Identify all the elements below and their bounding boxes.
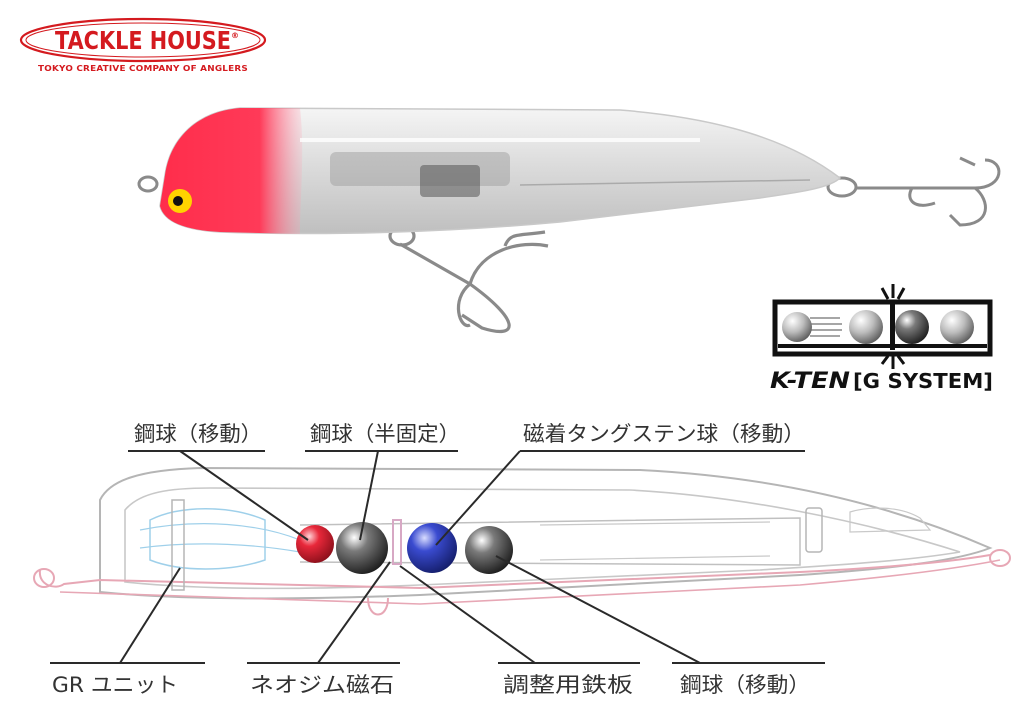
brand-logo: TACKLE HOUSE ® TOKYO CREATIVE COMPANY OF…	[19, 17, 267, 73]
belly-hook	[388, 225, 549, 334]
label-gr-unit: GR ユニット	[52, 673, 178, 697]
steel-ball-red	[296, 525, 334, 563]
label-steel-ball-moving-top: 鋼球（移動）	[134, 422, 262, 446]
label-steel-ball-moving-bottom: 鋼球（移動）	[680, 673, 810, 697]
badge-ball-1	[849, 310, 883, 344]
brand-name: TACKLE HOUSE	[55, 26, 231, 55]
badge-brand: K-TEN	[770, 369, 850, 394]
lure-photo	[137, 107, 1001, 334]
label-adjusting-iron-plate: 調整用鉄板	[503, 673, 633, 697]
leader-lines	[50, 450, 825, 664]
label-magnet-tungsten-ball: 磁着タングステン球（移動）	[523, 422, 805, 446]
steel-ball-semi-fixed	[336, 522, 388, 574]
tail-hook	[826, 156, 1001, 227]
label-steel-ball-semi-fixed: 鋼球（半固定）	[310, 422, 460, 446]
label-neodymium-magnet: ネオジム磁石	[250, 673, 394, 697]
lure-cross-section	[33, 466, 1011, 616]
badge-system: [G SYSTEM]	[853, 369, 993, 393]
lure-head	[160, 108, 303, 234]
badge-ball-2	[895, 310, 929, 344]
badge-ball-3	[940, 310, 974, 344]
g-system-badge: K-TEN [G SYSTEM]	[770, 284, 993, 394]
registered-mark: ®	[231, 31, 239, 40]
steel-ball-rear	[465, 526, 513, 574]
line-eye	[137, 175, 159, 193]
badge-ball-moving	[782, 312, 812, 342]
brand-tagline: TOKYO CREATIVE COMPANY OF ANGLERS	[38, 64, 248, 73]
